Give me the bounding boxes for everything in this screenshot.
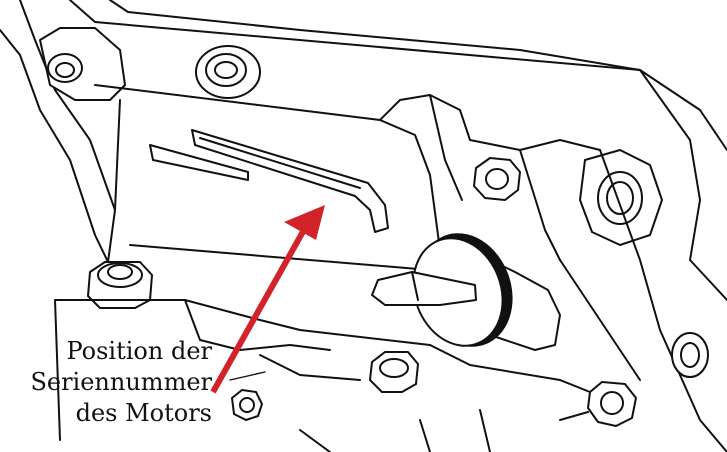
recessed-panel [94, 84, 441, 251]
caption-line-3: des Motors [75, 399, 212, 427]
left-housing-edge [0, 29, 109, 263]
bottom-right-boss [671, 332, 709, 378]
top-left-bolt-hole [47, 53, 83, 83]
serial-number-location-caption: Position der Seriennummer des Motors [12, 336, 212, 429]
left-housing-edge-2 [19, 0, 116, 211]
serial-number-location-arrow [210, 205, 325, 394]
caption-line-1: Position der [66, 337, 212, 365]
small-bottom-bolt [231, 389, 263, 421]
lower-left-bolt [87, 261, 153, 309]
right-housing-edge [639, 69, 727, 301]
serial-plate-slot [149, 144, 249, 181]
oil-cap-handle [371, 271, 477, 306]
right-upper-housing [379, 94, 601, 151]
lower-block [54, 299, 431, 441]
right-boss [579, 149, 663, 246]
serial-number-plate [191, 129, 389, 233]
bottom-right-bolt [587, 381, 637, 427]
upper-housing-edge-2 [109, 0, 641, 71]
upper-right-bolt [473, 157, 521, 201]
caption-line-2: Seriennummer [30, 368, 212, 396]
